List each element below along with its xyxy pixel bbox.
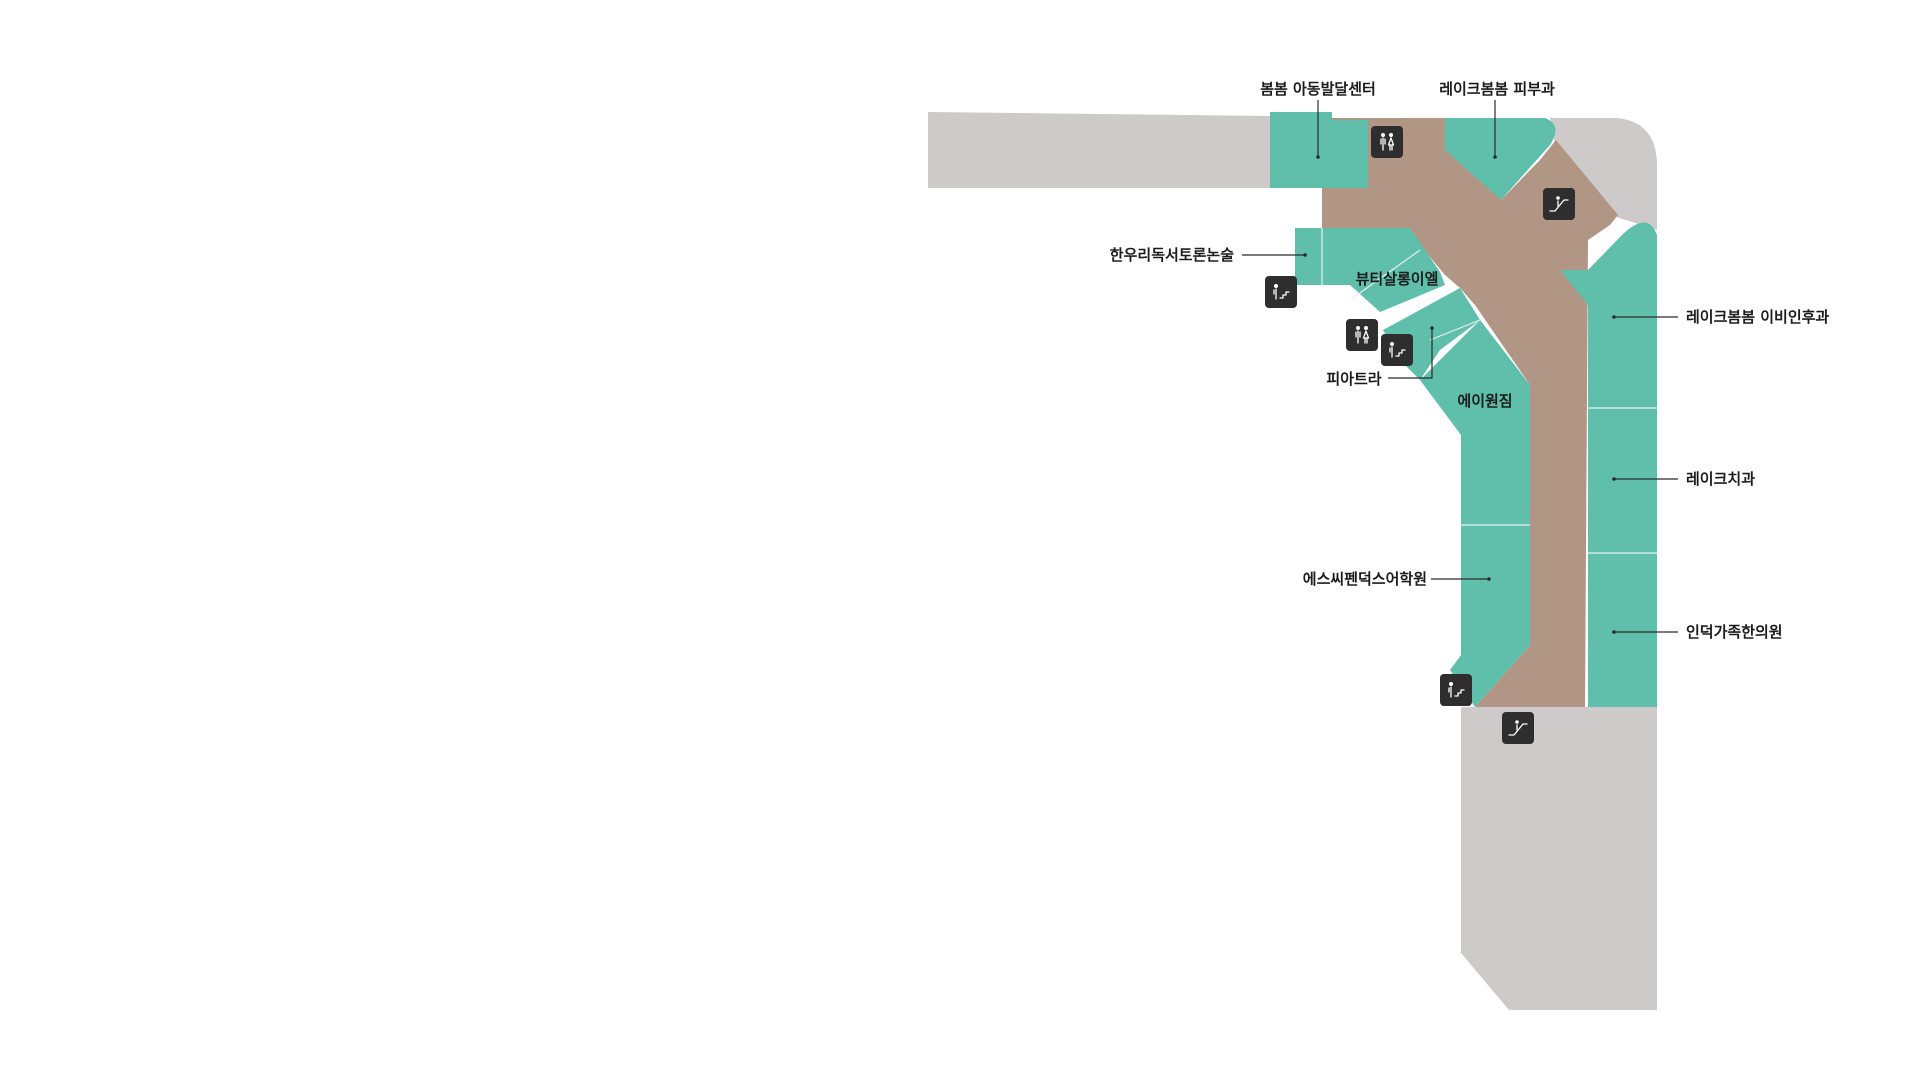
label-piatra: 피아트라 [1326, 326, 1434, 388]
store-sc-academy[interactable] [1450, 525, 1530, 707]
store-lake-derma[interactable] [1445, 118, 1556, 200]
label-text: 레이크봄봄 피부과 [1439, 80, 1555, 98]
store-labels: 봄봄 아동발달센터 레이크봄봄 피부과 한우리독서토론논술 뷰티살롱이엘 피아트… [1110, 80, 1830, 641]
divider [1349, 249, 1421, 301]
store-hanwoori[interactable] [1295, 228, 1322, 285]
label-lake-derma: 레이크봄봄 피부과 [1439, 80, 1555, 159]
label-sc-academy: 에스씨펜덕스어학원 [1303, 570, 1491, 588]
main-corridor [1322, 118, 1618, 707]
label-text: 에이원짐 [1457, 392, 1512, 410]
corridor [1322, 118, 1618, 707]
label-lake-dental: 레이크치과 [1612, 470, 1755, 488]
label-beauty-salon: 뷰티살롱이엘 [1356, 270, 1439, 288]
label-hanwoori: 한우리독서토론논술 [1110, 246, 1307, 264]
northeast-corner-area [1550, 118, 1657, 230]
label-aone-gym: 에이원짐 [1457, 392, 1512, 410]
restroom-icon[interactable] [1370, 125, 1404, 159]
non-retail-areas [928, 112, 1657, 1010]
label-bombom-child: 봄봄 아동발달센터 [1260, 80, 1376, 159]
store-dividers [1321, 228, 1657, 554]
label-text: 한우리독서토론논술 [1110, 246, 1234, 264]
label-induk: 인덕가족한의원 [1612, 623, 1783, 641]
label-lake-ent: 레이크봄봄 이비인후과 [1612, 308, 1829, 326]
store-aone-gym[interactable] [1420, 320, 1530, 525]
escalator-icon[interactable] [1542, 187, 1576, 221]
label-text: 에스씨펜덕스어학원 [1303, 570, 1427, 588]
escalator-icon[interactable] [1501, 711, 1535, 745]
label-text: 레이크치과 [1686, 470, 1755, 488]
elevator-icon[interactable] [1380, 333, 1414, 367]
label-text: 레이크봄봄 이비인후과 [1686, 308, 1829, 326]
restroom-icon[interactable] [1345, 318, 1379, 352]
elevator-icon[interactable] [1264, 275, 1298, 309]
divider [1429, 319, 1481, 341]
store-beauty-salon[interactable] [1322, 228, 1445, 312]
label-text: 인덕가족한의원 [1686, 623, 1783, 641]
label-text: 뷰티살롱이엘 [1356, 270, 1439, 288]
store-bombom-child[interactable] [1270, 112, 1368, 188]
store-induk[interactable] [1588, 553, 1657, 707]
store-lake-dental[interactable] [1588, 408, 1657, 553]
label-text: 피아트라 [1326, 370, 1381, 388]
south-wing-area [1461, 707, 1657, 1010]
elevator-icon[interactable] [1439, 673, 1473, 707]
label-text: 봄봄 아동발달센터 [1260, 80, 1376, 98]
store-lake-ent[interactable] [1560, 222, 1657, 409]
west-wing-area [928, 112, 1270, 188]
